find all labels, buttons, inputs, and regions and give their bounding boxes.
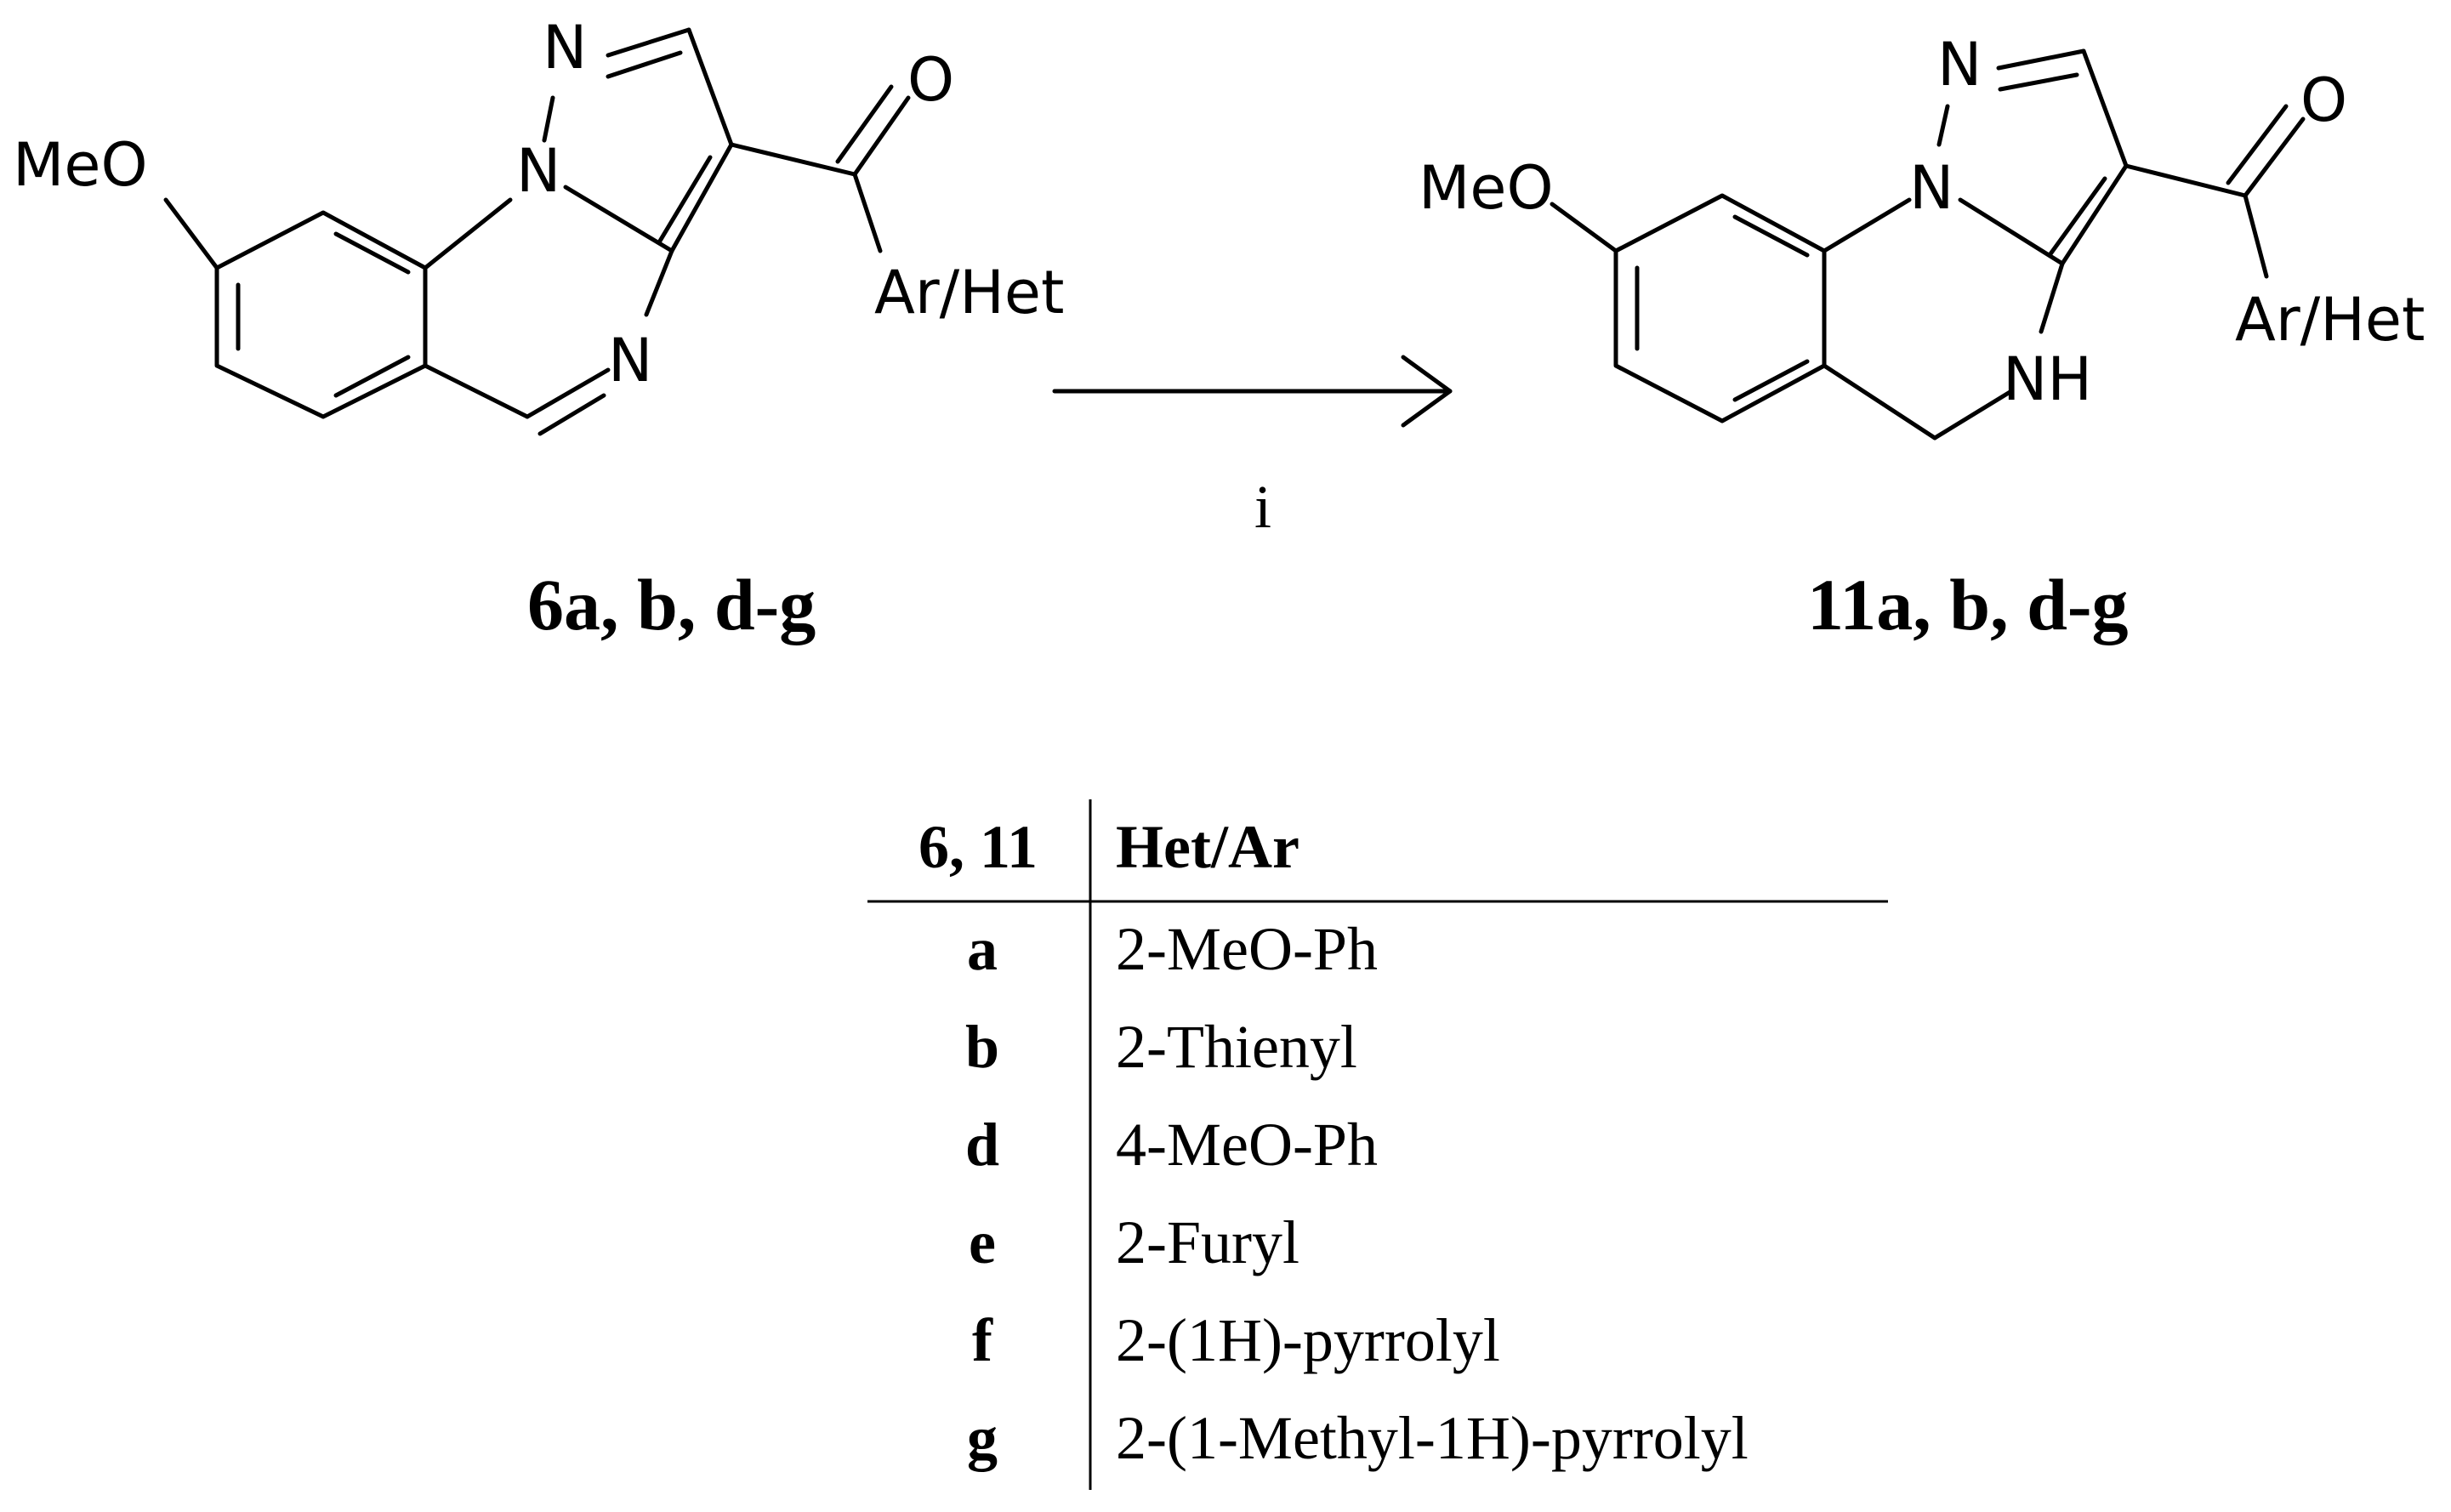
methoxy-bond bbox=[1550, 202, 1618, 253]
atom-n1: N bbox=[1909, 153, 1953, 223]
bond-n2-c-double bbox=[606, 50, 683, 79]
table-cell-group: 2-Furyl bbox=[1116, 1208, 1299, 1276]
table-cell-group: 4-MeO-Ph bbox=[1116, 1111, 1378, 1179]
bond-c-n1 bbox=[423, 197, 513, 270]
table-cell-id: f bbox=[972, 1306, 993, 1374]
benzene-inner-bond bbox=[1732, 214, 1810, 258]
bond-co-ar bbox=[852, 172, 883, 253]
bond-ch2-nh bbox=[1932, 389, 2014, 441]
bond-c3-co bbox=[729, 142, 857, 177]
table-cell-group: 2-(1-Methyl-1H)-pyrrolyl bbox=[1116, 1404, 1749, 1472]
bond-n-c3a bbox=[644, 248, 674, 317]
benzene-inner-bond bbox=[1732, 359, 1810, 402]
atom-n2: N bbox=[1937, 30, 1982, 99]
bond-n1-n2 bbox=[542, 95, 555, 143]
bond-nh-c3a bbox=[2039, 261, 2065, 334]
arrow-head bbox=[1401, 355, 1453, 428]
atom-o: O bbox=[2300, 65, 2347, 135]
bond-n1-n2 bbox=[1936, 104, 1950, 147]
compound-label-right: 11a, b, d-g bbox=[1807, 564, 2129, 645]
methoxy-label: MeO bbox=[1419, 153, 1554, 223]
bond-c-o bbox=[852, 95, 911, 177]
atom-nh: NH bbox=[2003, 344, 2092, 414]
methoxy-bond bbox=[163, 197, 219, 270]
table-cell-id: d bbox=[965, 1111, 999, 1179]
table-cell-id: a bbox=[967, 915, 998, 983]
bond-c3-co bbox=[2124, 163, 2248, 198]
table-cell-group: 2-MeO-Ph bbox=[1116, 915, 1378, 983]
bond-c3-c3a bbox=[669, 142, 734, 253]
bond-n2-c bbox=[606, 27, 691, 58]
bond-c3-c3a bbox=[2060, 163, 2129, 266]
atom-n2: N bbox=[543, 13, 587, 82]
atom-n1: N bbox=[516, 136, 560, 206]
compound-label-left: 6a, b, d-g bbox=[527, 564, 816, 645]
table-cell-id: b bbox=[965, 1013, 999, 1081]
table-cell-group: 2-Thienyl bbox=[1116, 1013, 1357, 1081]
bond-c-n1 bbox=[1822, 197, 1912, 253]
table-cell-group: 2-(1H)-pyrrolyl bbox=[1116, 1306, 1500, 1374]
atom-n4: N bbox=[608, 326, 652, 395]
structure-11: MeO N N NH O Ar/Het bbox=[1419, 30, 2425, 441]
bond-n2-c-double bbox=[1998, 72, 2079, 92]
benzene-inner-bond bbox=[333, 355, 411, 398]
bond-c-ch2 bbox=[1822, 363, 1937, 441]
ar-het-label: Ar/Het bbox=[874, 258, 1064, 327]
bond-ch-n-double bbox=[537, 393, 606, 436]
benzene-ring-6 bbox=[214, 210, 428, 419]
bond-c-o-double bbox=[835, 84, 894, 164]
reaction-arrow: i bbox=[1052, 355, 1453, 541]
methoxy-label: MeO bbox=[13, 130, 148, 200]
reagent-label: i bbox=[1254, 473, 1271, 541]
bond-n1-c3a bbox=[1958, 197, 2065, 266]
bond-n1-c3a bbox=[563, 185, 674, 253]
bond-c-o bbox=[2243, 117, 2306, 198]
table-cell-id: g bbox=[967, 1404, 998, 1472]
structure-6: MeO N N N O Ar/Het bbox=[13, 13, 1064, 436]
substituent-table: 6, 11 Het/Ar a 2-MeO-Ph b 2-Thienyl d 4-MeO-P… bbox=[867, 799, 1888, 1490]
benzene-inner-bond bbox=[333, 231, 411, 275]
bond-c3-c3a-double bbox=[2047, 176, 2107, 258]
bond-c-c3 bbox=[686, 27, 734, 147]
bond-c3-c3a-double bbox=[657, 155, 713, 245]
bond-c-ch bbox=[423, 363, 530, 419]
table-cell-id: e bbox=[969, 1208, 996, 1276]
benzene-ring-11 bbox=[1613, 193, 1827, 423]
ar-het-label: Ar/Het bbox=[2235, 285, 2425, 355]
table-header-group: Het/Ar bbox=[1116, 813, 1299, 881]
bond-ch-n bbox=[525, 367, 611, 419]
bond-c-o-double bbox=[2226, 104, 2289, 185]
atom-o: O bbox=[907, 45, 954, 115]
table-header-id: 6, 11 bbox=[918, 813, 1038, 881]
bond-c-c3 bbox=[2081, 48, 2129, 168]
bond-n2-c bbox=[1996, 48, 2086, 71]
bond-co-ar bbox=[2243, 193, 2269, 279]
